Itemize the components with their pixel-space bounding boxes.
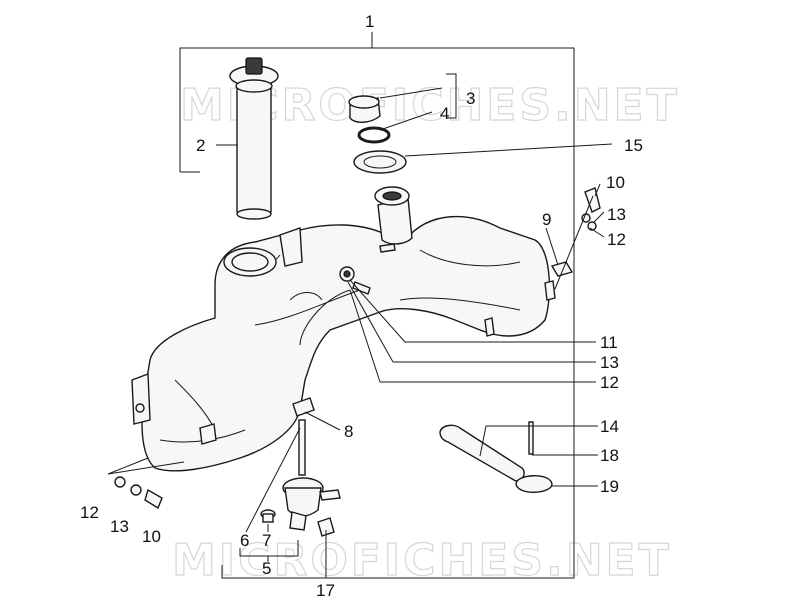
callout-9: 9 [542, 210, 551, 229]
hose-and-clamp [439, 421, 553, 493]
callout-10-left: 10 [142, 527, 161, 546]
callout-14: 14 [600, 417, 619, 436]
callout-18: 18 [600, 446, 619, 465]
callout-1: 1 [365, 12, 374, 31]
o-ring [357, 126, 391, 144]
callout-3: 3 [466, 89, 475, 108]
callout-11: 11 [600, 333, 618, 352]
callout-13-center: 13 [600, 353, 619, 372]
left-hardware [114, 476, 163, 510]
callout-6: 6 [240, 531, 249, 550]
fuel-tank [131, 215, 556, 472]
callout-12-right: 12 [607, 230, 626, 249]
callout-15: 15 [624, 136, 643, 155]
callout-13-right: 13 [607, 205, 626, 224]
callout-10-right: 10 [606, 173, 625, 192]
callout-17: 17 [316, 581, 335, 600]
gasket [353, 150, 407, 174]
callout-12-left: 12 [80, 503, 99, 522]
leader-lines [107, 73, 613, 578]
callout-12-center: 12 [600, 373, 619, 392]
callout-7: 7 [262, 531, 271, 550]
callout-5: 5 [262, 559, 271, 578]
fuel-cap [348, 95, 381, 123]
callout-4: 4 [440, 104, 449, 123]
callout-19: 19 [600, 477, 619, 496]
filler-neck [374, 186, 413, 245]
callouts: 1 2 3 4 15 10 13 12 9 11 13 12 8 14 18 1… [80, 12, 643, 600]
fuel-tap [260, 397, 341, 537]
center-hardware [339, 243, 396, 295]
callout-2: 2 [196, 136, 205, 155]
assembly-bracket [179, 32, 575, 579]
right-hardware [550, 187, 601, 277]
callout-13-left: 13 [110, 517, 129, 536]
callout-8: 8 [344, 422, 353, 441]
fuel-sender-tube [229, 57, 279, 220]
